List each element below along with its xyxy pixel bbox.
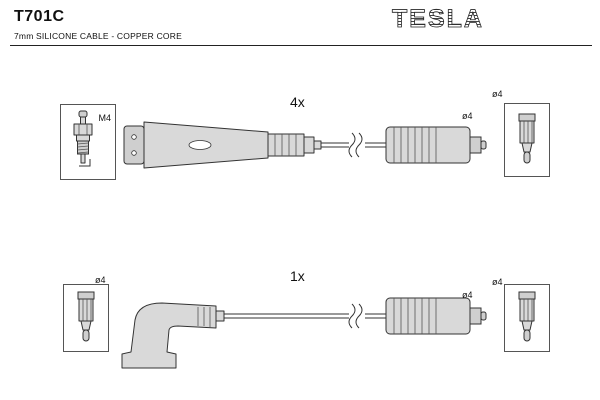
angled-lead-drawing xyxy=(121,297,487,369)
bottom-connector-diameter-label: ø4 xyxy=(462,290,473,300)
terminal-icon xyxy=(518,113,536,164)
top-row-quantity: 4x xyxy=(290,94,305,110)
spark-plug-icon xyxy=(73,110,93,167)
bottom-left-terminal-diameter-label: ø4 xyxy=(95,275,106,285)
terminal-box-bottom-left xyxy=(63,284,109,352)
cable-spec-subtitle: 7mm SILICONE CABLE - COPPER CORE xyxy=(14,31,182,41)
header-divider xyxy=(10,45,592,46)
plug-thread-size-label: M4 xyxy=(98,113,111,123)
terminal-box-bottom-right xyxy=(504,284,550,352)
bottom-row-quantity: 1x xyxy=(290,268,305,284)
top-connector-diameter-label: ø4 xyxy=(462,111,473,121)
straight-lead-drawing xyxy=(123,121,487,169)
part-number: T701C xyxy=(14,8,65,25)
terminal-icon xyxy=(518,291,536,342)
bottom-right-terminal-diameter-label: ø4 xyxy=(492,277,503,287)
top-terminal-diameter-label: ø4 xyxy=(492,89,503,99)
terminal-box-top-right xyxy=(504,103,550,177)
spark-plug-box: M4 xyxy=(60,104,116,180)
brand-logo-text: TESLA xyxy=(392,5,484,33)
cable-break-mark xyxy=(348,132,356,158)
cable-break-mark xyxy=(348,303,356,329)
tesla-brand-logo: TESLA xyxy=(392,5,484,33)
terminal-icon xyxy=(77,291,95,342)
